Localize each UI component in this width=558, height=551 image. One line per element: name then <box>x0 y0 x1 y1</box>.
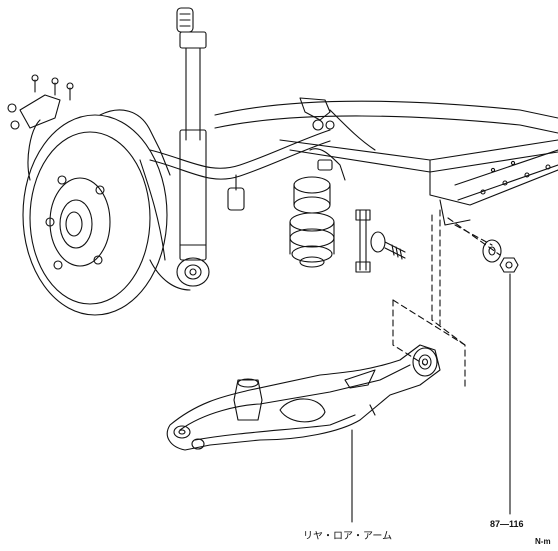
rear-lower-arm-label: リヤ・ロア・アーム <box>303 531 393 542</box>
rear-lower-arm <box>166 344 441 451</box>
shock-absorber <box>176 7 210 287</box>
rear-frame-crossmember <box>214 97 558 226</box>
bolt-and-link <box>355 209 406 273</box>
spring-bump-stop <box>289 148 346 268</box>
washer-nut <box>482 239 519 273</box>
alignment-guides <box>392 209 501 391</box>
torque-unit-label: N-m <box>535 537 551 546</box>
torque-value-label: 87—116 <box>490 519 524 529</box>
leader-lines <box>351 273 511 523</box>
stabilizer-bar <box>149 129 331 211</box>
brake-disc-hub <box>7 74 191 316</box>
